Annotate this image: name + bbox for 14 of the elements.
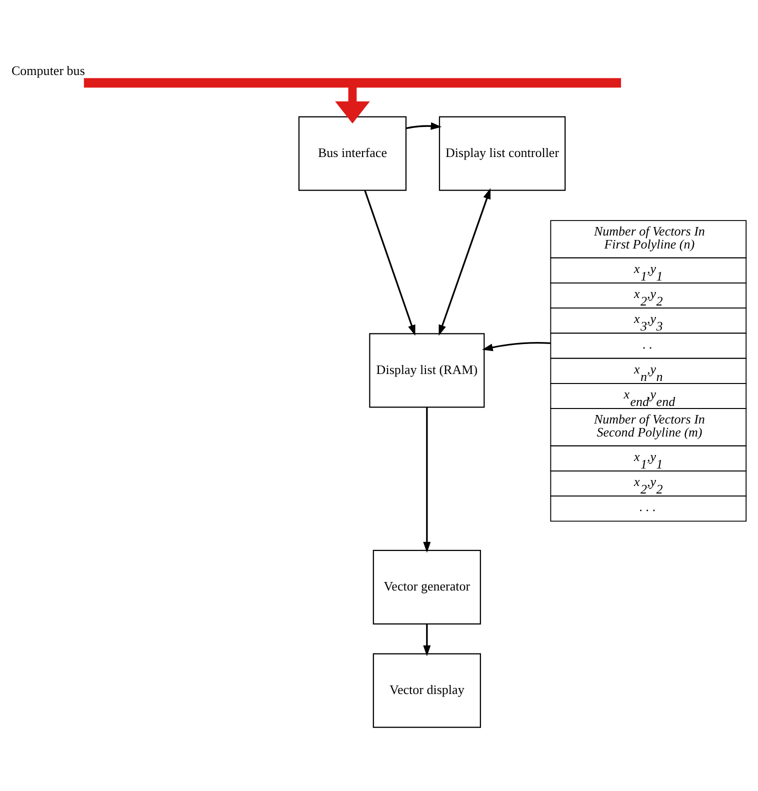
arrow bbox=[335, 86, 370, 123]
arrow bbox=[406, 122, 442, 130]
arrow bbox=[364, 190, 416, 336]
arrow bbox=[482, 342, 550, 351]
arrow bbox=[423, 406, 431, 552]
node-box: Vector display bbox=[372, 652, 481, 728]
node-label: Computer bus bbox=[11, 62, 85, 78]
node-box: Display list controller bbox=[438, 116, 566, 190]
node-box: Bus interface bbox=[298, 116, 407, 190]
node-bar bbox=[84, 78, 622, 88]
node-box: Vector generator bbox=[372, 549, 481, 624]
arrow bbox=[423, 624, 431, 656]
node-box: Display list (RAM) bbox=[369, 332, 485, 408]
arrow bbox=[438, 188, 491, 336]
